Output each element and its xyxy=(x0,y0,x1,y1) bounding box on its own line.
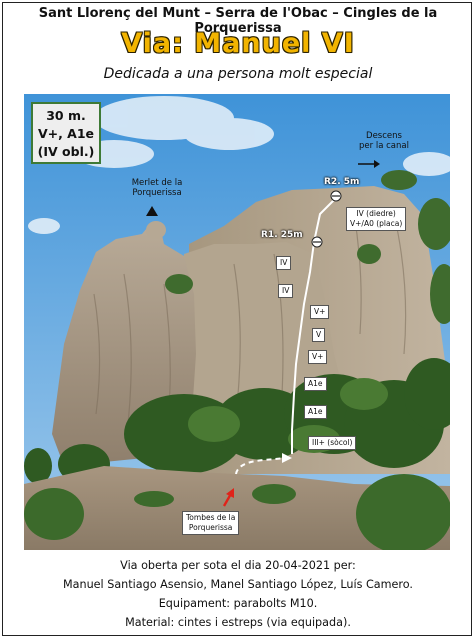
clouds xyxy=(28,96,450,234)
route-length: 30 m. xyxy=(46,108,86,123)
pitch-grade-1: IV xyxy=(276,256,292,270)
route-grade: V+, A1e xyxy=(37,126,95,141)
page-frame xyxy=(2,2,472,636)
r2-pitch-grades: IV (diedre) V+/A0 (placa) xyxy=(346,207,407,231)
route-line xyxy=(291,197,337,454)
pitch-grade-5: V+ xyxy=(308,350,328,364)
footer-equipment: Equipament: parabolts M10. xyxy=(158,597,318,610)
pitch-grade-3: V+ xyxy=(310,305,330,319)
approach-arrow xyxy=(235,457,287,475)
ridge-vegetation xyxy=(165,170,450,324)
topo-photo xyxy=(24,94,450,550)
location-header: Sant Llorenç del Munt – Serra de l'Obac … xyxy=(38,6,438,36)
pitch-grade-8: III+ (sòcol) xyxy=(308,436,357,450)
r2-label: R2. 5m xyxy=(324,177,360,187)
r1-label: R1. 25m xyxy=(261,230,303,240)
pitch-grade-7: A1e xyxy=(304,405,327,419)
dedication-text: Dedicada a una persona molt especial xyxy=(103,66,373,82)
footer-first-ascensionists: Manuel Santiago Asensio, Manel Santiago … xyxy=(62,578,413,591)
footer-material: Material: cintes i estreps (via equipada… xyxy=(125,616,351,629)
pitch-grade-2: IV xyxy=(278,284,294,298)
merlet-label: Merlet de la Porquerissa xyxy=(131,178,183,198)
foreground-shrubs xyxy=(24,474,450,550)
ground xyxy=(24,466,450,550)
route-title: Via: Manuel VI xyxy=(121,28,355,59)
grade-box: 30 m. V+, A1e (IV obl.) xyxy=(31,102,101,164)
footer-opened-date: Via oberta per sota el dia 20-04-2021 pe… xyxy=(120,559,356,572)
pitch-grade-4: V xyxy=(312,328,326,342)
tombes-label: Tombes de la Porquerissa xyxy=(182,511,240,535)
descens-label: Descens per la canal xyxy=(359,131,409,151)
merlet-triangle-icon xyxy=(146,206,158,216)
approach-arrow-head xyxy=(282,453,292,463)
merlet-top xyxy=(146,221,166,239)
obligatory-grade: (IV obl.) xyxy=(37,144,95,159)
topo-drawing xyxy=(24,94,450,550)
pitch-grade-6: A1e xyxy=(304,377,327,391)
